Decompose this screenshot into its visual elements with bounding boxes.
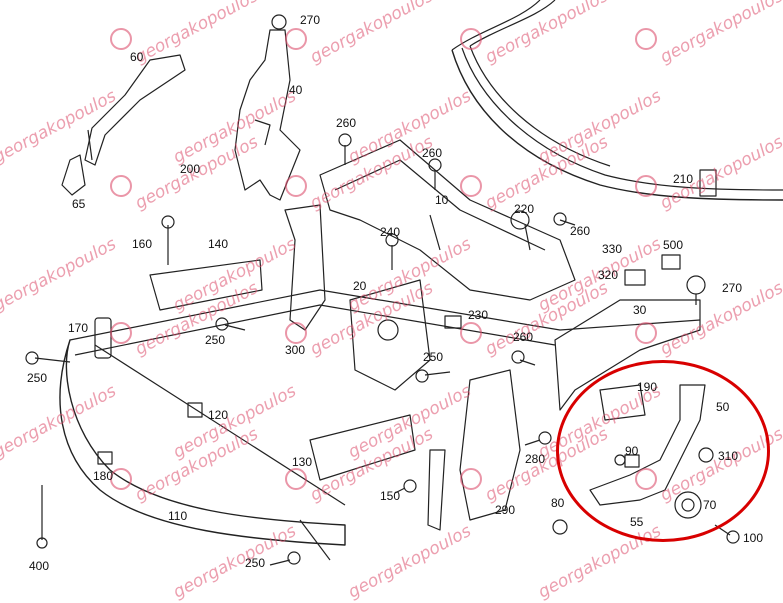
callout-label: 150 bbox=[380, 489, 401, 503]
callout-label: 60 bbox=[130, 50, 144, 64]
watermark-logo-icon bbox=[285, 28, 307, 50]
callout-label: 220 bbox=[514, 202, 535, 216]
highlight-circle bbox=[556, 360, 770, 542]
callout-label: 260 bbox=[513, 330, 534, 344]
upper-support-rail bbox=[451, 0, 783, 201]
callout-label: 65 bbox=[72, 197, 86, 211]
watermark-logo-icon bbox=[460, 468, 482, 490]
callout-label: 55 bbox=[630, 515, 644, 529]
callout-label: 130 bbox=[292, 455, 313, 469]
callout-label: 500 bbox=[663, 238, 684, 252]
callout-label: 300 bbox=[285, 343, 306, 357]
watermark-logo-icon bbox=[110, 322, 132, 344]
callout-label: 250 bbox=[245, 556, 266, 570]
callout-label: 260 bbox=[570, 224, 591, 238]
callout-label: 160 bbox=[132, 237, 153, 251]
callout-label: 330 bbox=[602, 242, 623, 256]
callout-label: 90 bbox=[625, 444, 639, 458]
watermark-logo-icon bbox=[285, 175, 307, 197]
callout-label: 320 bbox=[598, 268, 619, 282]
callout-label: 200 bbox=[180, 162, 201, 176]
bracket-60 bbox=[84, 54, 186, 166]
callout-label: 100 bbox=[743, 531, 764, 545]
callout-label: 30 bbox=[633, 303, 647, 317]
callout-label: 260 bbox=[422, 146, 443, 160]
watermark-logo-icon bbox=[285, 322, 307, 344]
watermark-logo-icon bbox=[285, 468, 307, 490]
callout-label: 80 bbox=[551, 496, 565, 510]
watermark-logo-icon bbox=[460, 28, 482, 50]
callout-label: 230 bbox=[468, 308, 489, 322]
callout-label: 10 bbox=[435, 193, 449, 207]
side-bracket-30 bbox=[554, 299, 701, 411]
watermark-logo-icon bbox=[635, 28, 657, 50]
callout-label: 240 bbox=[380, 225, 401, 239]
callout-label: 180 bbox=[93, 469, 114, 483]
bracket-140 bbox=[149, 259, 263, 311]
watermark-logo-icon bbox=[110, 28, 132, 50]
cross-member-10 bbox=[319, 139, 576, 301]
callout-label: 250 bbox=[423, 350, 444, 364]
callout-label: 250 bbox=[27, 371, 48, 385]
callout-label: 250 bbox=[205, 333, 226, 347]
bracket-130 bbox=[309, 414, 416, 481]
lock-bracket-40 bbox=[234, 14, 301, 201]
callout-label: 170 bbox=[68, 321, 89, 335]
callout-label: 70 bbox=[703, 498, 717, 512]
bracket-65 bbox=[61, 154, 86, 196]
watermark-logo-icon bbox=[635, 322, 657, 344]
callout-label: 260 bbox=[336, 116, 357, 130]
lower-bracket-290 bbox=[459, 369, 521, 521]
watermark-logo-icon bbox=[460, 322, 482, 344]
watermark-logo-icon bbox=[460, 175, 482, 197]
sleeve-170 bbox=[94, 317, 112, 359]
callout-label: 140 bbox=[208, 237, 229, 251]
callout-label: 270 bbox=[300, 13, 321, 27]
watermark-logo-icon bbox=[110, 175, 132, 197]
callout-label: 400 bbox=[29, 559, 50, 573]
callout-label: 40 bbox=[289, 83, 303, 97]
callout-label: 50 bbox=[716, 400, 730, 414]
callout-label: 280 bbox=[525, 452, 546, 466]
watermark-logo-icon bbox=[635, 175, 657, 197]
watermark-logo-icon bbox=[110, 468, 132, 490]
callout-label: 270 bbox=[722, 281, 743, 295]
callout-label: 290 bbox=[495, 503, 516, 517]
plate-20 bbox=[349, 279, 431, 391]
callout-label: 120 bbox=[208, 408, 229, 422]
callout-label: 210 bbox=[673, 172, 694, 186]
callout-label: 20 bbox=[353, 279, 367, 293]
callout-label: 110 bbox=[168, 509, 188, 523]
side-bracket-300 bbox=[284, 204, 326, 331]
callout-label: 310 bbox=[718, 449, 739, 463]
callout-label: 190 bbox=[637, 380, 658, 394]
